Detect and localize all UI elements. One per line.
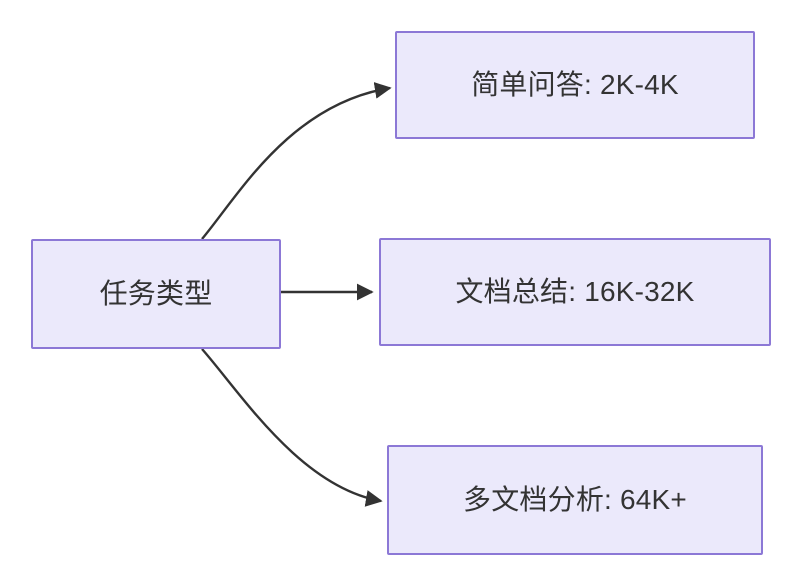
edge-root-to-simple — [201, 82, 392, 240]
node-multi-document-analysis-label: 多文档分析: 64K+ — [463, 484, 687, 516]
node-simple-qa[interactable]: 简单问答: 2K-4K — [395, 31, 755, 139]
edge-root-to-multi — [201, 348, 383, 507]
node-document-summary[interactable]: 文档总结: 16K-32K — [379, 238, 771, 346]
node-document-summary-label: 文档总结: 16K-32K — [455, 276, 695, 308]
node-simple-qa-label: 简单问答: 2K-4K — [471, 69, 679, 101]
node-root-label: 任务类型 — [99, 278, 213, 310]
node-multi-document-analysis[interactable]: 多文档分析: 64K+ — [387, 445, 763, 555]
node-root-task-type[interactable]: 任务类型 — [31, 239, 281, 349]
